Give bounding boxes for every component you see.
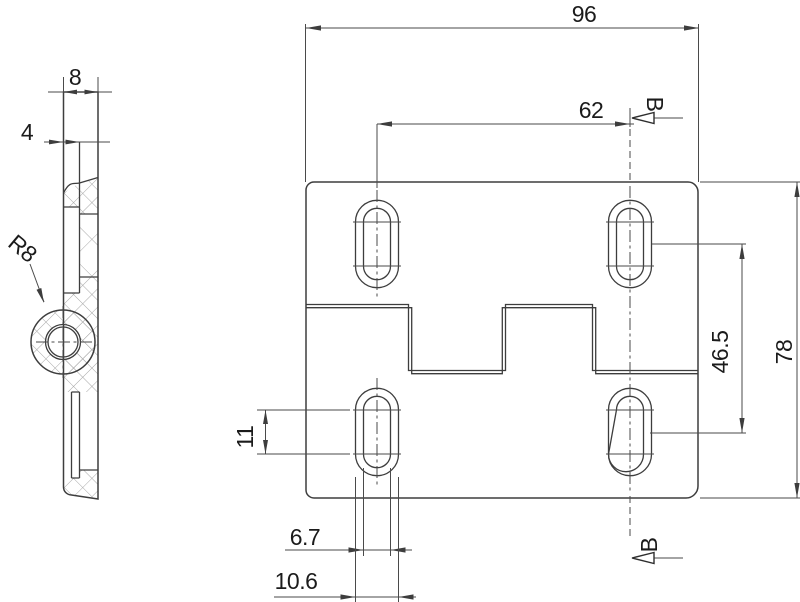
dim-thickness-text: 8 (69, 64, 81, 90)
dim-slot-hole-pitch-text: 11 (232, 426, 258, 449)
hinge-seam-lower-leaf (305, 307, 698, 375)
dim-slot-outer-width-text: 10.6 (275, 568, 318, 594)
dim-slot-pitch-x: 62 (376, 97, 634, 188)
dim-slot-pitch-y: 46.5 (650, 243, 746, 434)
dim-total-height: 78 (700, 181, 800, 499)
dimensions: 96 62 46.5 78 11 (232, 1, 800, 602)
hatch-mid-strip (79, 214, 98, 277)
hatch-upper-band (63, 177, 98, 214)
dim-slot-hole-pitch: 11 (232, 409, 350, 455)
slot-bottom-left (353, 378, 401, 487)
dim-slot-outer-width: 10.6 (274, 477, 416, 602)
dim-slot-pitch-y-text: 46.5 (707, 331, 733, 374)
section-label-bottom: B (636, 537, 662, 552)
slot-top-right (606, 199, 654, 289)
side-section-view: 8 4 R8 (3, 64, 112, 500)
dim-slot-pitch-x-text: 62 (579, 97, 604, 123)
radius-callout-text: R8 (3, 229, 41, 267)
dim-thickness: 8 (48, 64, 112, 95)
leaf-inner-edge (63, 142, 98, 479)
radius-callout: R8 (3, 229, 45, 303)
dim-leaf-thickness-text: 4 (21, 119, 34, 145)
plate-outline (305, 181, 699, 499)
hatch-bottom-band (63, 470, 98, 498)
section-arrow-top: B (631, 97, 683, 125)
dim-slot-inner-width-text: 6.7 (290, 524, 320, 550)
dim-leaf-thickness: 4 (21, 119, 110, 145)
dim-total-width-text: 96 (572, 1, 597, 27)
dim-total-width: 96 (305, 1, 699, 182)
dim-slot-inner-width: 6.7 (285, 468, 412, 556)
front-view (305, 181, 699, 499)
slot-top-left (353, 190, 401, 299)
dim-total-height-text: 78 (771, 340, 797, 365)
section-label-top: B (642, 97, 668, 112)
leaf-transition-curve (62, 176, 99, 194)
hatch-right-strip (79, 277, 98, 392)
hinge-seam-upper-leaf (305, 303, 698, 372)
section-arrow-bottom: B (631, 537, 683, 565)
section-line-b-b: B B (629, 97, 683, 565)
side-view-outline (62, 91, 99, 500)
